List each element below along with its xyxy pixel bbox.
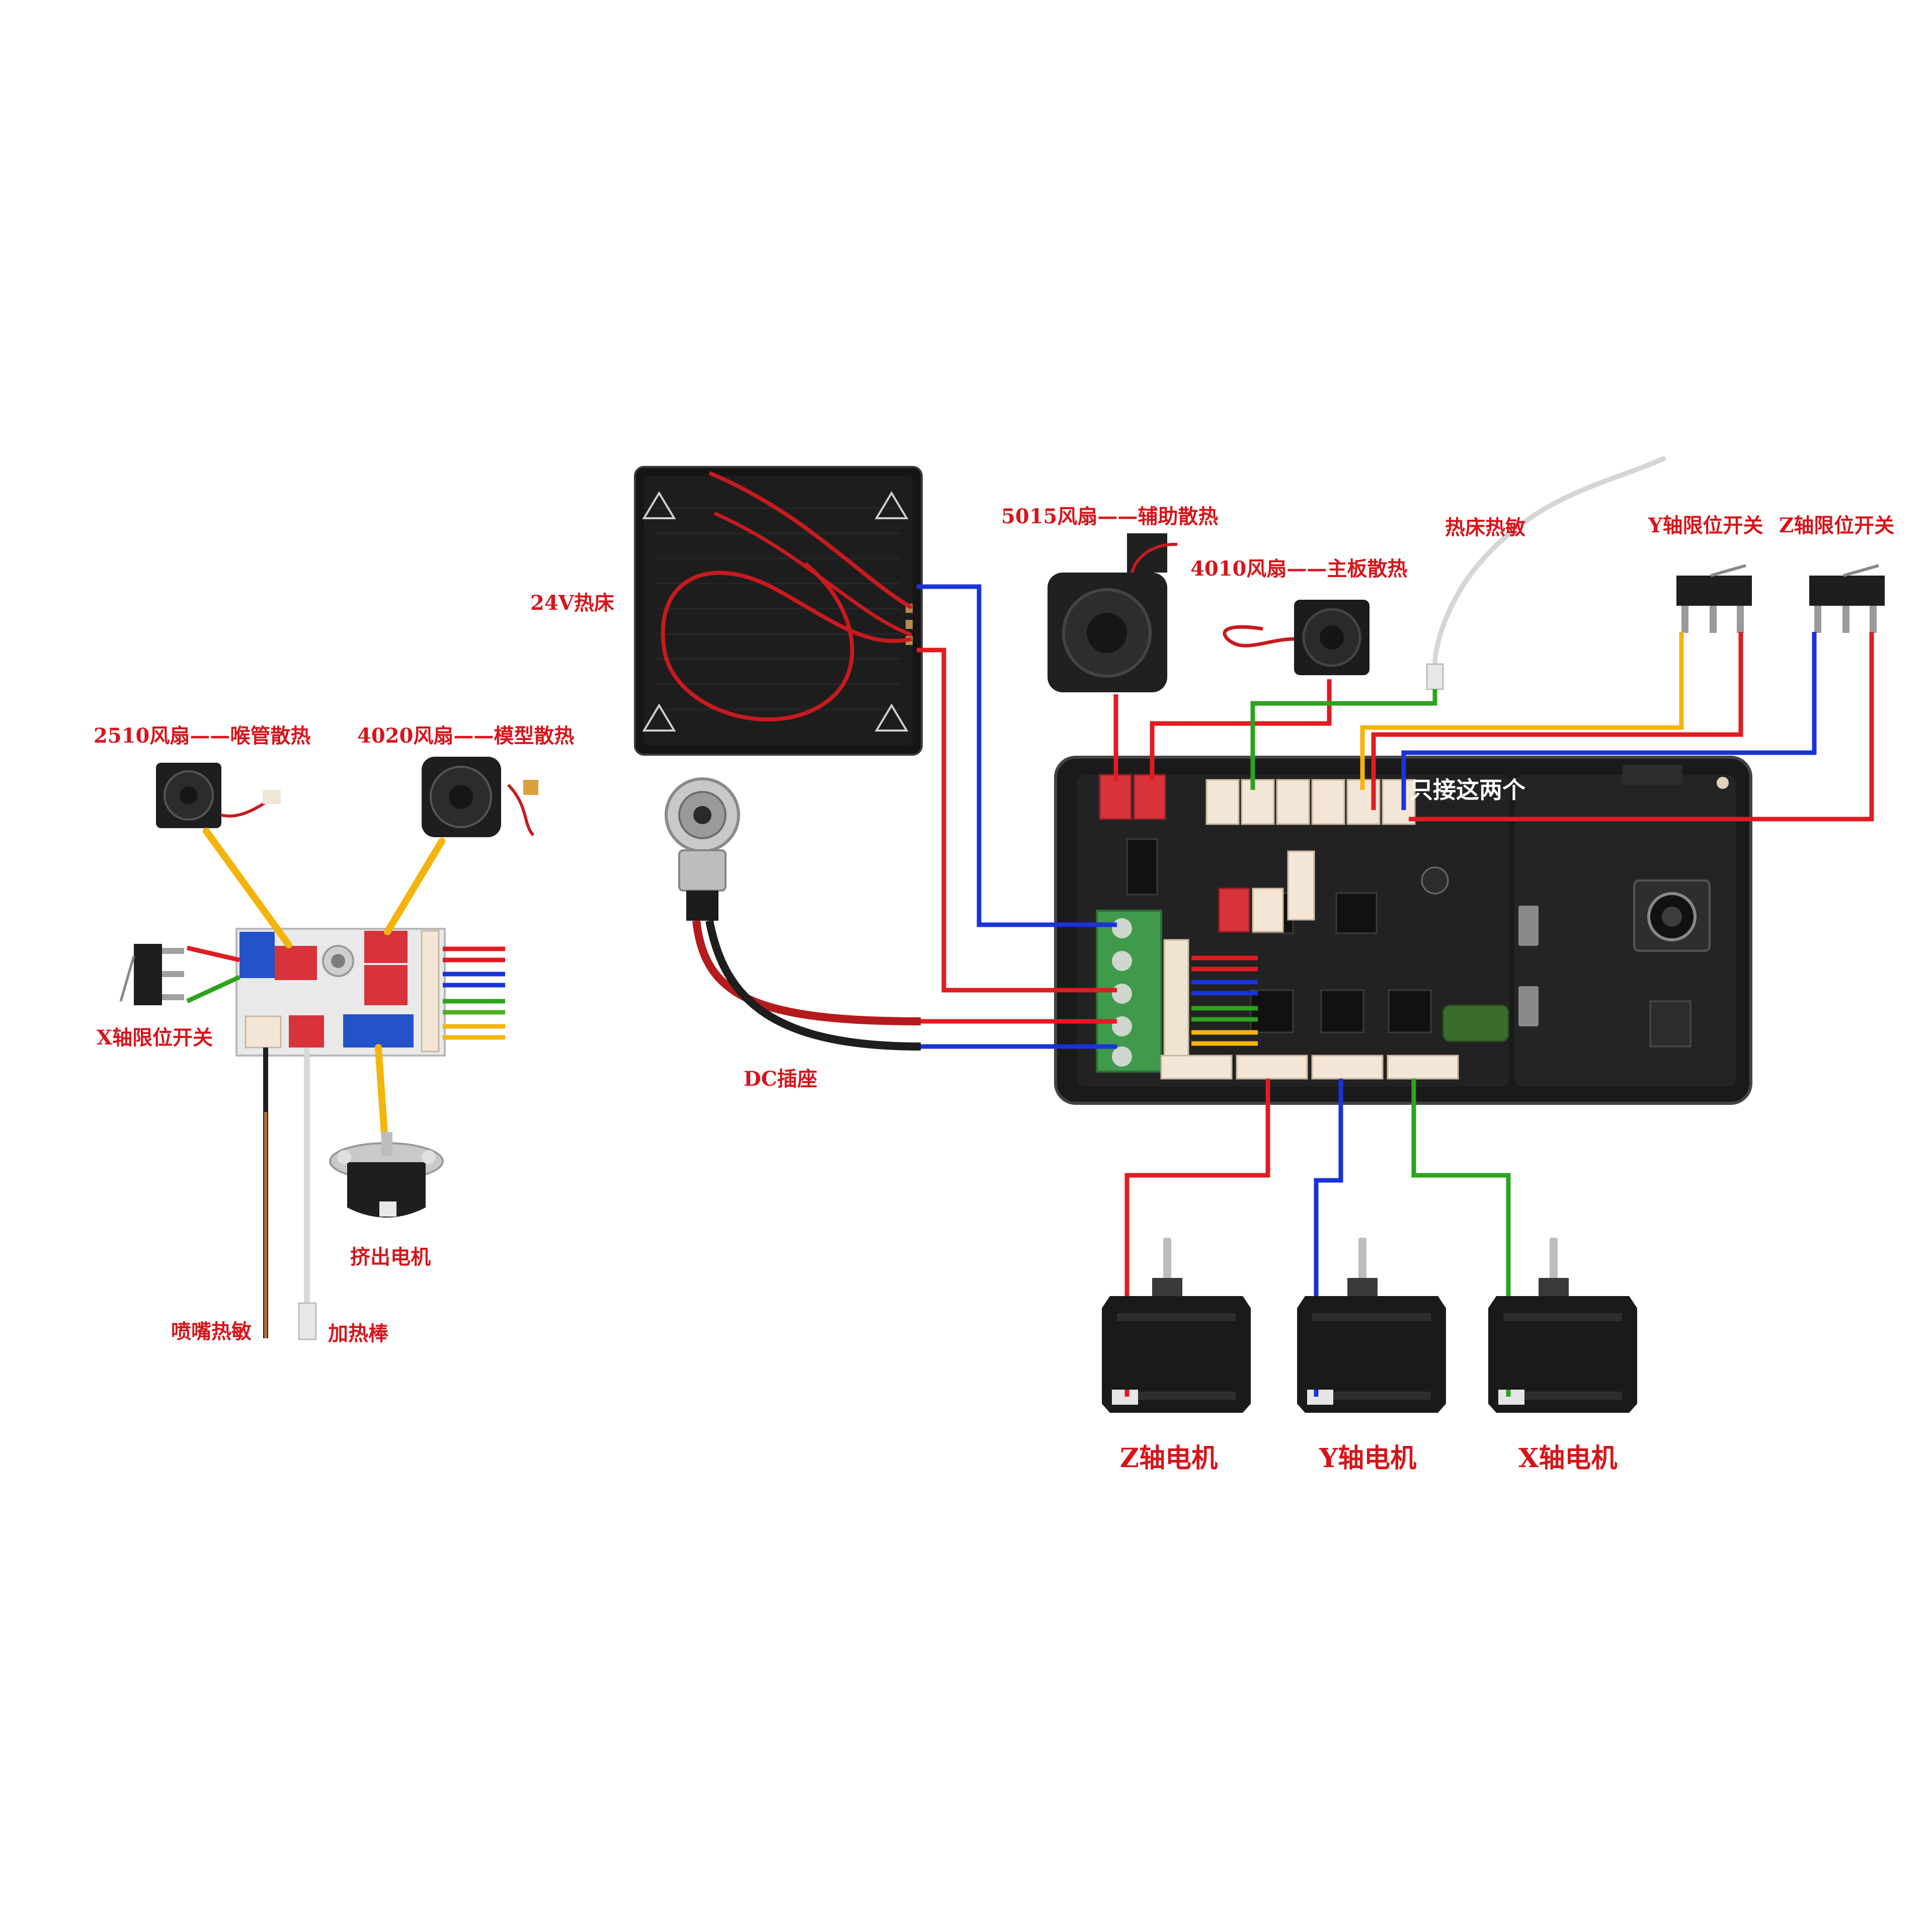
motor-wire-tails xyxy=(1124,1390,1511,1397)
y-motor-label: Y轴电机 xyxy=(1319,1443,1416,1474)
heater-rod-cable xyxy=(298,1048,317,1340)
fan2510-label: 2510风扇——喉管散热 xyxy=(94,724,310,748)
board-wiring xyxy=(917,584,1874,1390)
dc-jack-label: DC插座 xyxy=(744,1067,818,1091)
z-motor xyxy=(1102,1238,1251,1413)
hotbed-label: 24V热床 xyxy=(530,591,614,615)
z-limit-label: Z轴限位开关 xyxy=(1779,514,1894,537)
hot-surface-warning-icon xyxy=(642,491,909,732)
z-limit-switch xyxy=(1809,564,1885,633)
nozzle-thermistor-label: 喷嘴热敏 xyxy=(171,1320,252,1343)
fan-2510 xyxy=(156,763,281,828)
dc-jack xyxy=(665,777,921,1051)
extruder-motor xyxy=(329,1132,444,1218)
hotbed xyxy=(634,466,923,756)
camera-icon xyxy=(1633,879,1711,952)
fan-connectors xyxy=(1099,774,1250,933)
x-limit-switch xyxy=(119,944,184,1005)
bed-thermistor-cable xyxy=(1426,455,1667,690)
x-limit-label: X轴限位开关 xyxy=(97,1026,213,1050)
y-motor xyxy=(1297,1238,1446,1413)
stepper-connectors xyxy=(1160,1055,1459,1080)
fan-4020 xyxy=(422,757,538,837)
heater-rod-label: 加热棒 xyxy=(328,1322,389,1345)
fan4010-label: 4010风扇——主板散热 xyxy=(1190,557,1407,581)
y-limit-switch xyxy=(1676,564,1752,633)
z-motor-label: Z轴电机 xyxy=(1120,1443,1218,1474)
y-limit-label: Y轴限位开关 xyxy=(1648,514,1763,537)
only-these-two-label: 只接这两个 xyxy=(1410,776,1525,803)
fan-5015 xyxy=(1048,533,1178,692)
x-motor xyxy=(1488,1238,1637,1413)
extruder-motor-label: 挤出电机 xyxy=(350,1245,431,1269)
toolhead-board xyxy=(235,928,505,1057)
fan-4010 xyxy=(1223,600,1370,675)
main-board xyxy=(1054,756,1752,1105)
fan5015-label: 5015风扇——辅助散热 xyxy=(1001,505,1218,528)
fan4020-label: 4020风扇——模型散热 xyxy=(357,724,574,748)
bed-thermistor-label: 热床热敏 xyxy=(1445,516,1525,539)
endstop-connectors xyxy=(1205,779,1416,933)
x-motor-label: X轴电机 xyxy=(1518,1443,1617,1474)
